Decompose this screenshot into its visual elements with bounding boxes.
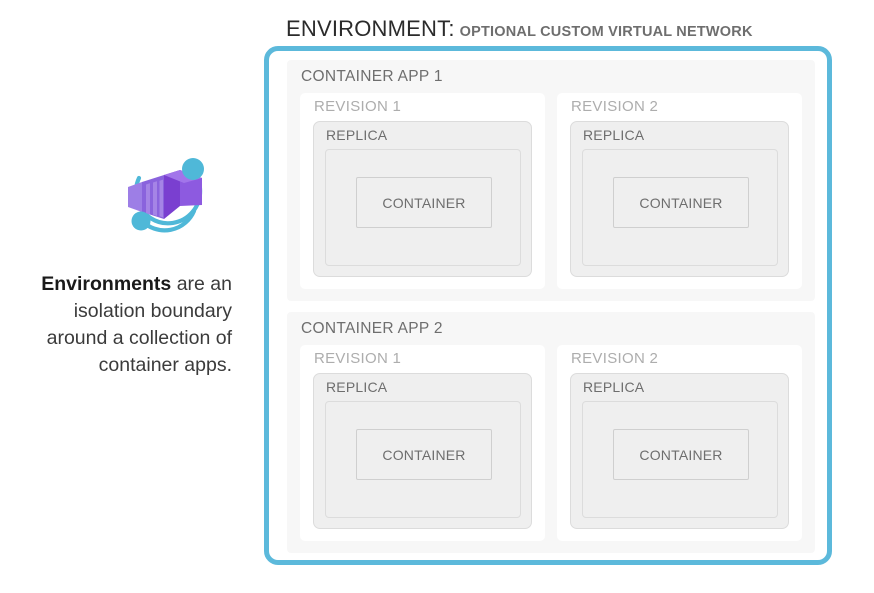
app1-revision-1-container: CONTAINER [356, 177, 492, 228]
app2-revision-1-replica: REPLICA CONTAINER [313, 373, 532, 529]
app1-revision-1-label: REVISION 1 [314, 98, 402, 115]
caption-bold: Environments [41, 273, 172, 295]
app2-revision-2-replica-label: REPLICA [583, 379, 645, 395]
container-app-2-label: CONTAINER APP 2 [301, 320, 443, 337]
app1-revision-1: REVISION 1 REPLICA CONTAINER [300, 93, 545, 289]
app1-revision-2-pod: CONTAINER [582, 149, 778, 266]
app2-revision-1-pod: CONTAINER [325, 401, 521, 518]
app2-revision-1-container: CONTAINER [356, 429, 492, 480]
app1-revision-1-container-label: CONTAINER [382, 194, 466, 211]
app2-revision-1: REVISION 1 REPLICA CONTAINER [300, 345, 545, 541]
title-subtitle: OPTIONAL CUSTOM VIRTUAL NETWORK [459, 24, 753, 40]
app1-revision-2-replica-label: REPLICA [583, 127, 645, 143]
app1-revision-2-container: CONTAINER [613, 177, 749, 228]
caption-rest: are an isolation boundary around a colle… [46, 273, 232, 376]
app1-revision-2: REVISION 2 REPLICA CONTAINER [557, 93, 802, 289]
diagram-title: ENVIRONMENT:OPTIONAL CUSTOM VIRTUAL NETW… [286, 16, 753, 44]
app2-revision-1-container-label: CONTAINER [382, 446, 466, 463]
container-app-1-label: CONTAINER APP 1 [301, 68, 443, 85]
container-app-1: CONTAINER APP 1 REVISION 1 REPLICA CONTA… [287, 60, 815, 301]
app2-revision-2: REVISION 2 REPLICA CONTAINER [557, 345, 802, 541]
container-app-2: CONTAINER APP 2 REVISION 1 REPLICA CONTA… [287, 312, 815, 553]
caption-text: Environments are an isolation boundary a… [10, 271, 232, 379]
app1-revision-1-replica: REPLICA CONTAINER [313, 121, 532, 277]
app1-revision-1-pod: CONTAINER [325, 149, 521, 266]
environment-boundary: CONTAINER APP 1 REVISION 1 REPLICA CONTA… [264, 46, 832, 565]
app1-revision-2-label: REVISION 2 [571, 98, 659, 115]
title-main: ENVIRONMENT: [286, 16, 455, 41]
app2-revision-2-container: CONTAINER [613, 429, 749, 480]
app2-revision-1-label: REVISION 1 [314, 350, 402, 367]
app2-revision-2-label: REVISION 2 [571, 350, 659, 367]
azure-container-apps-icon [118, 148, 213, 243]
app2-revision-1-replica-label: REPLICA [326, 379, 388, 395]
app1-revision-2-container-label: CONTAINER [639, 194, 723, 211]
app2-revision-2-container-label: CONTAINER [639, 446, 723, 463]
app2-revision-2-replica: REPLICA CONTAINER [570, 373, 789, 529]
app1-revision-2-replica: REPLICA CONTAINER [570, 121, 789, 277]
left-description-panel: Environments are an isolation boundary a… [0, 0, 250, 593]
app2-revision-2-pod: CONTAINER [582, 401, 778, 518]
app1-revision-1-replica-label: REPLICA [326, 127, 388, 143]
